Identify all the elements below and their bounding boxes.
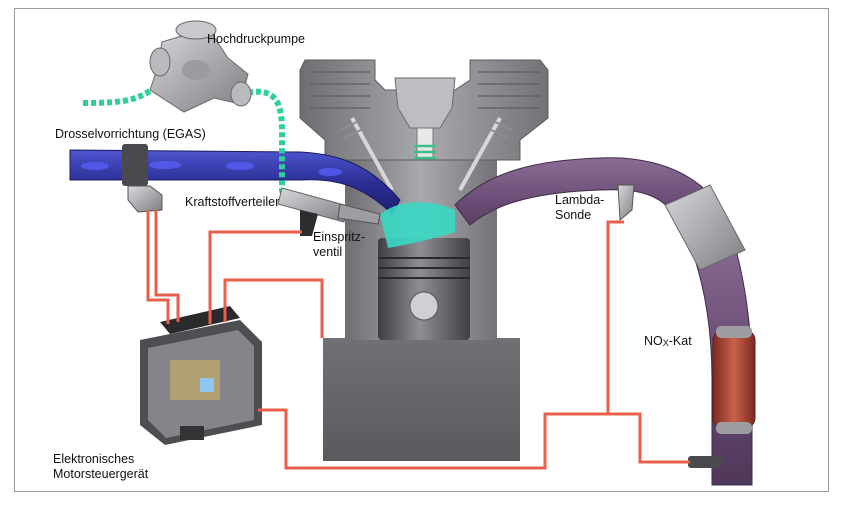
fuel-line-low (82, 77, 167, 106)
lambda-sensor (617, 184, 635, 222)
intake-flow-marks (81, 161, 342, 176)
label-ecu-line1: Elektronisches (53, 452, 135, 466)
label-injector-line2: ventil (313, 245, 343, 259)
label-throttle: Drosselvorrichtung (EGAS) (55, 127, 206, 141)
spark-plug-spring (414, 144, 436, 160)
valve-springs (339, 117, 513, 139)
throttle-actuator (127, 185, 163, 213)
piston (378, 238, 470, 340)
head-ribs (310, 71, 540, 109)
spark-plug-insulator (416, 127, 434, 159)
nox-catalyst-cap-top (716, 326, 752, 338)
label-nox-catalyst: NOX-Kat (644, 334, 692, 348)
fuel-spray (380, 202, 455, 248)
nox-catalyst-cap-bottom (716, 422, 752, 434)
piston-rings (378, 257, 470, 279)
label-lambda-line2: Sonde (555, 208, 592, 222)
nox-sensor (688, 456, 722, 468)
label-lambda-line1: Lambda- (555, 193, 605, 207)
label-high-pressure-pump: Hochdruckpumpe (207, 32, 305, 46)
throttle-body (122, 144, 148, 186)
pre-catalyst (664, 184, 746, 271)
wiring (146, 210, 690, 470)
fuel-line-high (239, 88, 301, 201)
injector (337, 203, 381, 225)
piston-pin (409, 291, 439, 321)
fuel-rail (277, 187, 349, 223)
label-ecu-line2: Motorsteuergerät (53, 467, 149, 481)
label-fuel-rail: Kraftstoffverteiler (185, 195, 280, 209)
ecu-unit (140, 306, 262, 445)
high-pressure-pump (149, 20, 252, 113)
label-injector-line1: Einspritz- (313, 230, 366, 244)
engine-block-base (323, 338, 520, 461)
spark-plug (394, 77, 456, 129)
nox-catalyst (712, 329, 756, 429)
rail-connector (300, 210, 318, 236)
